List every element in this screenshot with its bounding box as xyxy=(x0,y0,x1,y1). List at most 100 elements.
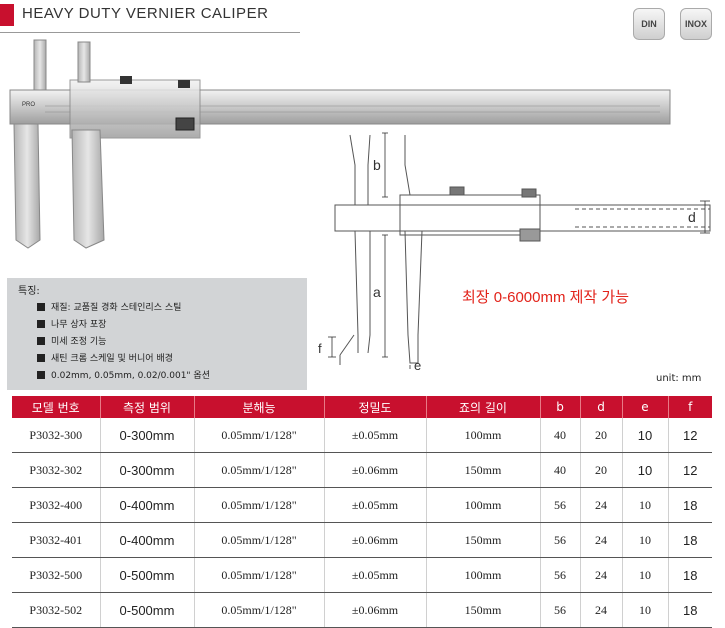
fixed-upper-jaw xyxy=(33,39,47,91)
dimension-label-a: a xyxy=(373,284,381,300)
page-title: HEAVY DUTY VERNIER CALIPER xyxy=(22,5,269,22)
technical-drawing: b d a f e xyxy=(318,132,711,373)
cell-model: P3032-302 xyxy=(12,452,101,488)
feature-item: 0.02mm, 0.05mm, 0.02/0.001" 옵션 xyxy=(37,368,210,385)
cell-f: 18 xyxy=(668,522,712,558)
cell-accuracy: ±0.06mm xyxy=(324,452,427,488)
din-badge: DIN xyxy=(633,8,665,40)
feature-item: 나무 상자 포장 xyxy=(37,317,210,334)
header-d: d xyxy=(580,396,623,418)
dimension-label-e: e xyxy=(414,358,421,373)
cell-e: 10 xyxy=(622,557,669,593)
cell-e: 10 xyxy=(622,487,669,523)
cell-range: 0-500mm xyxy=(100,592,195,628)
cell-d: 20 xyxy=(580,452,623,488)
cell-accuracy: ±0.06mm xyxy=(324,522,427,558)
cell-b: 56 xyxy=(540,592,581,628)
cell-b: 56 xyxy=(540,557,581,593)
cell-model: P3032-500 xyxy=(12,557,101,593)
fixed-jaw xyxy=(13,123,41,249)
cell-d: 24 xyxy=(580,592,623,628)
cell-accuracy: ±0.06mm xyxy=(324,592,427,628)
table-row: P3032-300 0-300mm 0.05mm/1/128" ±0.05mm … xyxy=(12,418,712,453)
cell-d: 24 xyxy=(580,522,623,558)
cell-d: 24 xyxy=(580,557,623,593)
table-row: P3032-502 0-500mm 0.05mm/1/128" ±0.06mm … xyxy=(12,592,712,628)
cell-resolution: 0.05mm/1/128" xyxy=(194,522,325,558)
header-e: e xyxy=(622,396,669,418)
cell-f: 18 xyxy=(668,487,712,523)
cell-jaw-length: 150mm xyxy=(426,452,541,488)
feature-item: 미세 조정 기능 xyxy=(37,334,210,351)
cell-f: 12 xyxy=(668,452,712,488)
cell-resolution: 0.05mm/1/128" xyxy=(194,487,325,523)
cell-range: 0-300mm xyxy=(100,452,195,488)
header-accuracy: 정밀도 xyxy=(324,396,427,418)
cell-model: P3032-400 xyxy=(12,487,101,523)
cell-resolution: 0.05mm/1/128" xyxy=(194,592,325,628)
max-length-note: 최장 0-6000mm 제작 가능 xyxy=(462,289,629,306)
cell-jaw-length: 150mm xyxy=(426,592,541,628)
cell-accuracy: ±0.05mm xyxy=(324,418,427,453)
inox-badge: INOX xyxy=(680,8,712,40)
dimension-label-d: d xyxy=(688,209,696,225)
cell-b: 40 xyxy=(540,452,581,488)
cell-f: 12 xyxy=(668,418,712,453)
cell-b: 56 xyxy=(540,522,581,558)
features-title: 특징: xyxy=(18,286,40,297)
lock-screw-1 xyxy=(120,76,132,84)
header-jaw-length: 죠의 길이 xyxy=(426,396,541,418)
cell-e: 10 xyxy=(622,452,669,488)
header-divider xyxy=(0,32,300,33)
cell-resolution: 0.05mm/1/128" xyxy=(194,452,325,488)
table-row: P3032-400 0-400mm 0.05mm/1/128" ±0.05mm … xyxy=(12,487,712,523)
cell-b: 56 xyxy=(540,487,581,523)
cell-jaw-length: 100mm xyxy=(426,418,541,453)
header-accent-bar xyxy=(0,4,14,26)
cell-jaw-length: 100mm xyxy=(426,487,541,523)
table-row: P3032-401 0-400mm 0.05mm/1/128" ±0.06mm … xyxy=(12,522,712,558)
caliper-photo: PRO xyxy=(9,39,671,249)
cell-accuracy: ±0.05mm xyxy=(324,487,427,523)
cell-e: 10 xyxy=(622,592,669,628)
features-list: 재질: 교품질 경화 스테인리스 스틸 나무 상자 포장 미세 조정 기능 새틴… xyxy=(37,300,210,385)
cell-f: 18 xyxy=(668,557,712,593)
cell-model: P3032-502 xyxy=(12,592,101,628)
cell-e: 10 xyxy=(622,418,669,453)
brand-logo: PRO xyxy=(22,102,35,108)
cell-range: 0-400mm xyxy=(100,522,195,558)
table-header-row: 모델 번호 측정 범위 분해능 정밀도 죠의 길이 b d e f xyxy=(12,396,712,418)
lock-screw-2 xyxy=(178,80,190,88)
header-model: 모델 번호 xyxy=(12,396,101,418)
sliding-upper-jaw xyxy=(77,41,91,83)
cell-range: 0-400mm xyxy=(100,487,195,523)
header-range: 측정 범위 xyxy=(100,396,195,418)
sliding-jaw xyxy=(71,129,105,249)
cell-range: 0-500mm xyxy=(100,557,195,593)
table-row: P3032-500 0-500mm 0.05mm/1/128" ±0.05mm … xyxy=(12,557,712,593)
table-row: P3032-302 0-300mm 0.05mm/1/128" ±0.06mm … xyxy=(12,452,712,488)
cell-model: P3032-401 xyxy=(12,522,101,558)
cell-model: P3032-300 xyxy=(12,418,101,453)
fine-adjust-wheel xyxy=(175,117,195,131)
cell-resolution: 0.05mm/1/128" xyxy=(194,418,325,453)
page-header: HEAVY DUTY VERNIER CALIPER xyxy=(0,0,300,40)
cell-jaw-length: 100mm xyxy=(426,557,541,593)
unit-label: unit: mm xyxy=(656,373,702,384)
cell-d: 20 xyxy=(580,418,623,453)
feature-item: 새틴 크롬 스케일 및 버니어 배경 xyxy=(37,351,210,368)
dimension-label-f: f xyxy=(318,341,322,356)
cell-b: 40 xyxy=(540,418,581,453)
cell-jaw-length: 150mm xyxy=(426,522,541,558)
cell-f: 18 xyxy=(668,592,712,628)
dimension-label-b: b xyxy=(373,157,381,173)
spec-table: 모델 번호 측정 범위 분해능 정밀도 죠의 길이 b d e f P3032-… xyxy=(12,396,712,628)
feature-item: 재질: 교품질 경화 스테인리스 스틸 xyxy=(37,300,210,317)
cell-resolution: 0.05mm/1/128" xyxy=(194,557,325,593)
cell-e: 10 xyxy=(622,522,669,558)
header-f: f xyxy=(668,396,712,418)
header-resolution: 분해능 xyxy=(194,396,325,418)
cell-accuracy: ±0.05mm xyxy=(324,557,427,593)
features-box: 특징: 재질: 교품질 경화 스테인리스 스틸 나무 상자 포장 미세 조정 기… xyxy=(7,278,307,390)
cell-d: 24 xyxy=(580,487,623,523)
